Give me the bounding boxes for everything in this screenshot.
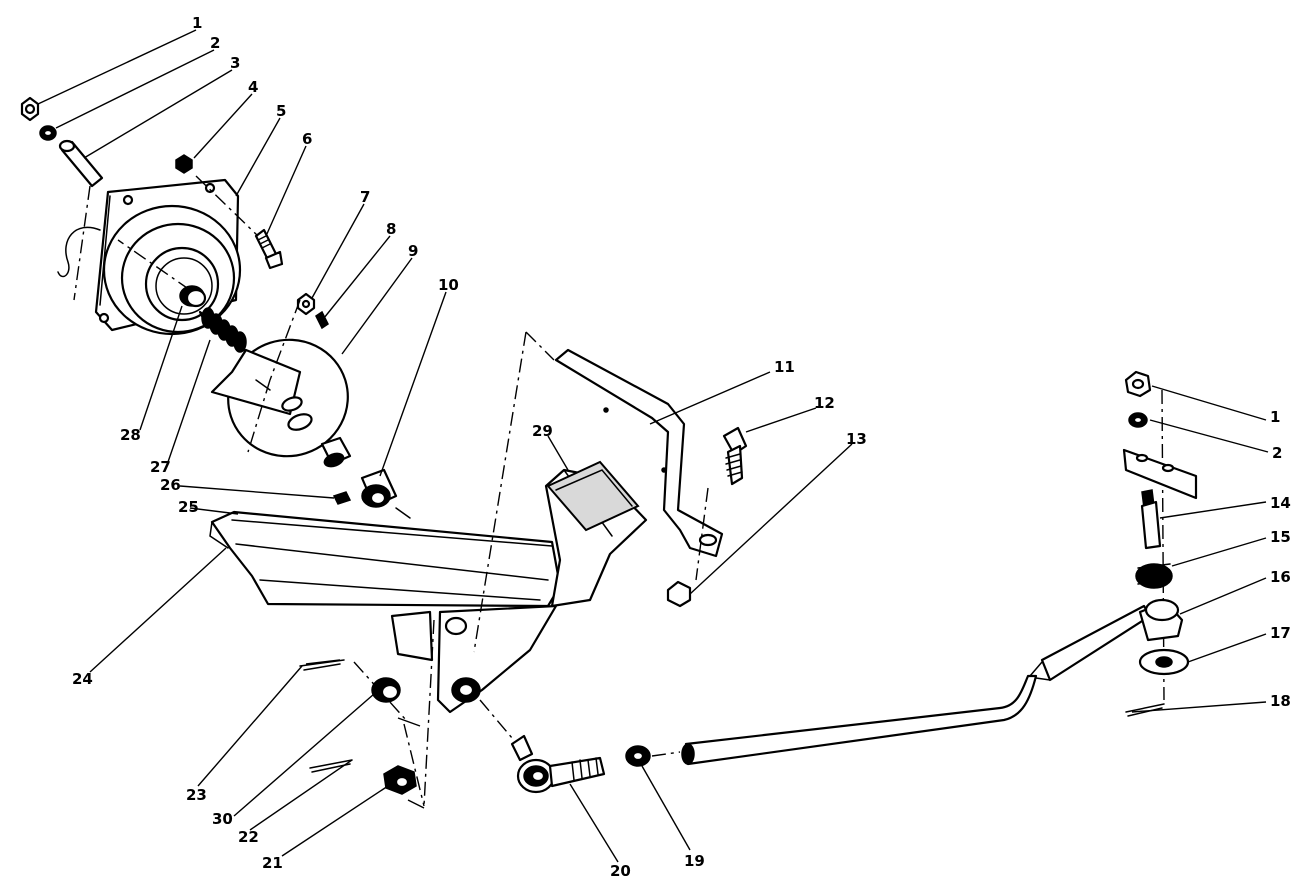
fasteners-top-left bbox=[20, 96, 284, 270]
nut-13 bbox=[666, 580, 692, 608]
roller-10 bbox=[320, 436, 411, 519]
callout-labels: 1 2 3 4 5 6 7 8 9 10 11 12 13 1 2 14 15 … bbox=[72, 14, 1291, 880]
nut-4 bbox=[175, 154, 193, 174]
center-lines bbox=[73, 185, 1165, 807]
callout-8: 8 bbox=[386, 220, 396, 238]
callout-1: 1 bbox=[192, 14, 202, 32]
callout-18: 18 bbox=[1270, 692, 1291, 710]
callout-30: 30 bbox=[212, 810, 233, 828]
callout-13: 13 bbox=[846, 430, 867, 448]
callout-10: 10 bbox=[438, 276, 459, 294]
disc-9 bbox=[210, 338, 349, 458]
cotter-22 bbox=[309, 759, 353, 773]
plate bbox=[1122, 448, 1198, 500]
callout-6: 6 bbox=[302, 130, 312, 148]
callout-20: 20 bbox=[610, 862, 631, 880]
lever-11 bbox=[554, 348, 748, 608]
rod-assembly bbox=[510, 604, 1152, 794]
callout-23: 23 bbox=[186, 786, 207, 804]
callout-25: 25 bbox=[178, 498, 199, 516]
callout-26: 26 bbox=[160, 476, 181, 494]
callout-19: 19 bbox=[684, 852, 705, 870]
callout-24: 24 bbox=[72, 670, 93, 688]
callout-2: 2 bbox=[210, 34, 220, 52]
callout-21: 21 bbox=[262, 854, 283, 872]
callout-5: 5 bbox=[276, 102, 286, 120]
callout-29: 29 bbox=[532, 422, 553, 440]
callout-7: 7 bbox=[360, 188, 370, 206]
pedal-pad-29 bbox=[546, 460, 640, 532]
callout-27: 27 bbox=[150, 458, 171, 476]
callout-3: 3 bbox=[230, 54, 240, 72]
callout-15: 15 bbox=[1270, 528, 1291, 546]
callout-1-right: 1 bbox=[1270, 408, 1280, 426]
brake-assembly bbox=[57, 178, 242, 336]
callout-11: 11 bbox=[774, 358, 795, 376]
lower-left-hardware bbox=[299, 659, 425, 809]
callout-28: 28 bbox=[120, 426, 141, 444]
spring-15 bbox=[1135, 563, 1173, 589]
callout-2-right: 2 bbox=[1272, 444, 1282, 462]
right-stack bbox=[1122, 370, 1198, 717]
pedal-bracket bbox=[209, 460, 648, 714]
leader-lines bbox=[37, 29, 1269, 863]
callout-14: 14 bbox=[1270, 494, 1291, 512]
fasteners-7-8 bbox=[296, 292, 329, 330]
spring-27 bbox=[198, 307, 248, 354]
callout-4: 4 bbox=[248, 78, 258, 96]
callout-12: 12 bbox=[814, 394, 835, 412]
pin-26 bbox=[332, 491, 352, 505]
cotter-18 bbox=[1125, 703, 1165, 717]
callout-17: 17 bbox=[1270, 624, 1291, 642]
callout-16: 16 bbox=[1270, 568, 1291, 586]
callout-22: 22 bbox=[238, 828, 259, 846]
callout-9: 9 bbox=[408, 242, 418, 260]
